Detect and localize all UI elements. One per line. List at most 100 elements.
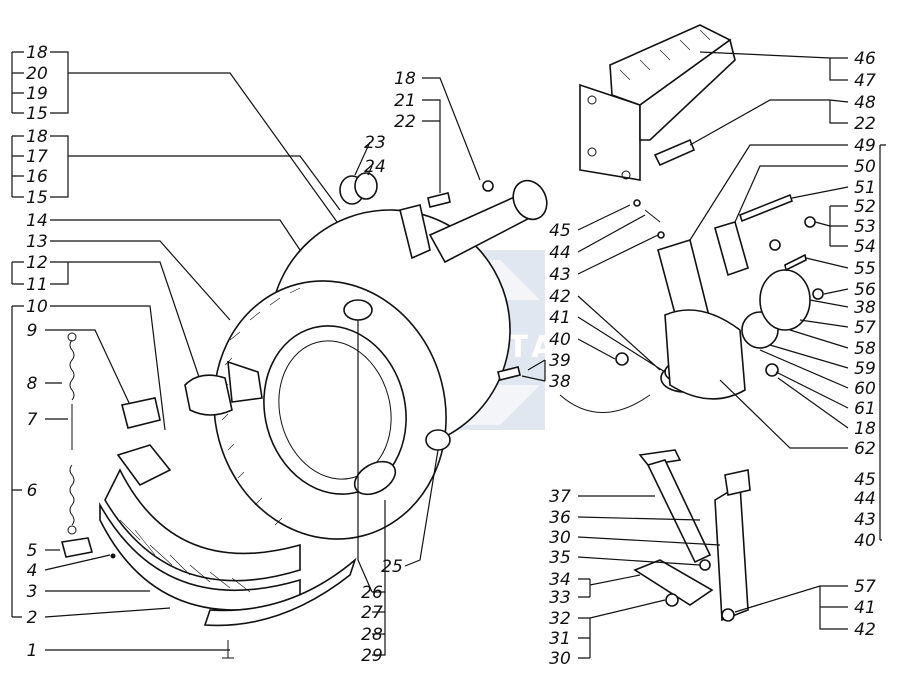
leader-49 xyxy=(689,144,848,241)
callout-r41: 41 xyxy=(854,598,876,618)
bolt-48 xyxy=(653,138,696,167)
leader-25 xyxy=(404,449,439,567)
spring-hook-bottom xyxy=(67,525,77,535)
camshaft-bracket-12 xyxy=(184,374,233,416)
anchor-pin-26 xyxy=(353,460,397,496)
leader-62 xyxy=(719,379,848,449)
callout-c10: 10 xyxy=(26,297,48,317)
slack-adjuster-assembly xyxy=(657,144,886,541)
bracket-52-54 xyxy=(814,205,848,247)
callout-m29: 29 xyxy=(361,646,383,666)
callout-r57: 57 xyxy=(854,318,876,338)
bracket-18-15b xyxy=(11,135,24,198)
return-arrow xyxy=(559,394,651,413)
leader-14 xyxy=(50,219,301,251)
callout-c16: 16 xyxy=(26,167,48,187)
callout-r47: 47 xyxy=(854,71,876,91)
callout-m40: 40 xyxy=(549,330,571,350)
leader-51 xyxy=(791,186,849,199)
leader-20 xyxy=(50,51,351,241)
callout-m31: 31 xyxy=(549,629,571,649)
leader-58 xyxy=(789,329,849,349)
leader-48-22 xyxy=(689,99,849,146)
spring-hook-top xyxy=(67,332,77,342)
callout-r58: 58 xyxy=(854,339,876,359)
callout-m37: 37 xyxy=(549,487,571,507)
brake-drum-assembly xyxy=(184,209,511,656)
callout-r44: 44 xyxy=(854,489,876,509)
callout-c9: 9 xyxy=(27,321,38,341)
leader-24 xyxy=(367,165,373,176)
callout-c13: 13 xyxy=(26,232,48,252)
callout-r48: 48 xyxy=(854,93,876,113)
callout-m22: 22 xyxy=(394,112,416,132)
pin-32 xyxy=(665,593,679,607)
callout-r49: 49 xyxy=(854,136,876,156)
return-springs xyxy=(60,332,161,559)
leader-60 xyxy=(759,349,849,389)
bolt-52 xyxy=(804,216,816,228)
callout-r42: 42 xyxy=(854,620,876,640)
bushing-9 xyxy=(121,397,161,429)
callout-c8: 8 xyxy=(27,374,38,394)
bolt-56 xyxy=(812,288,824,300)
callout-c11: 11 xyxy=(26,275,48,295)
callout-r57b: 57 xyxy=(854,577,876,597)
leader-57 xyxy=(799,319,849,328)
bolt-21 xyxy=(427,192,451,208)
callout-c19: 19 xyxy=(26,84,48,104)
callout-r51: 51 xyxy=(854,178,876,198)
rivet-4 xyxy=(110,553,116,559)
spring-6 xyxy=(69,464,75,526)
grease-fitting-18 xyxy=(482,180,494,192)
callout-m45: 45 xyxy=(549,221,571,241)
spring-44 xyxy=(644,209,661,223)
callout-c7: 7 xyxy=(27,410,38,430)
callout-r40: 40 xyxy=(854,531,876,551)
callout-c20: 20 xyxy=(26,64,48,84)
callout-r50: 50 xyxy=(854,157,876,177)
bracket-12-11 xyxy=(11,261,24,285)
leader-40 xyxy=(577,338,616,360)
leader-10 xyxy=(50,305,166,431)
rivet-1 xyxy=(222,640,234,659)
callout-m42: 42 xyxy=(549,287,571,307)
callout-labels: 1820191518171615141312111098765432118212… xyxy=(26,43,876,669)
callout-r59: 59 xyxy=(854,359,876,379)
callout-m34: 34 xyxy=(549,570,571,590)
pin-57b xyxy=(721,608,735,622)
leader-13 xyxy=(50,240,231,321)
callout-m35: 35 xyxy=(549,548,571,568)
callout-r22: 22 xyxy=(854,114,876,134)
callout-r52: 52 xyxy=(854,197,876,217)
callout-c18b: 18 xyxy=(26,127,48,147)
left-brackets xyxy=(11,51,351,651)
callout-m27: 27 xyxy=(361,603,383,623)
anchor-bolt-25 xyxy=(425,429,451,451)
mounting-bracket-46 xyxy=(579,24,849,181)
leader-46-47 xyxy=(699,51,848,81)
callout-r38: 38 xyxy=(854,298,876,318)
bracket-hole-2 xyxy=(587,147,597,157)
callout-m21: 21 xyxy=(394,91,416,111)
brake-lining-lower xyxy=(203,557,357,627)
drum-hub xyxy=(278,340,392,480)
callout-r43: 43 xyxy=(854,510,876,530)
callout-m39: 39 xyxy=(549,351,571,371)
leaders-37-36 xyxy=(577,495,701,521)
callout-c5: 5 xyxy=(27,541,38,561)
drum-inner-ring xyxy=(263,325,407,495)
leader-38 xyxy=(809,299,849,308)
lining-hatching xyxy=(119,519,251,593)
callout-m30b: 30 xyxy=(549,649,571,669)
leader-59 xyxy=(769,344,849,369)
adjuster-housing-62 xyxy=(664,309,746,400)
callout-c15a: 15 xyxy=(26,104,48,124)
cam-bushing-11 xyxy=(227,360,263,403)
callout-c3: 3 xyxy=(27,582,38,602)
leaders-42-41 xyxy=(577,295,666,373)
ball-43 xyxy=(657,231,665,239)
leader-35 xyxy=(577,556,701,566)
